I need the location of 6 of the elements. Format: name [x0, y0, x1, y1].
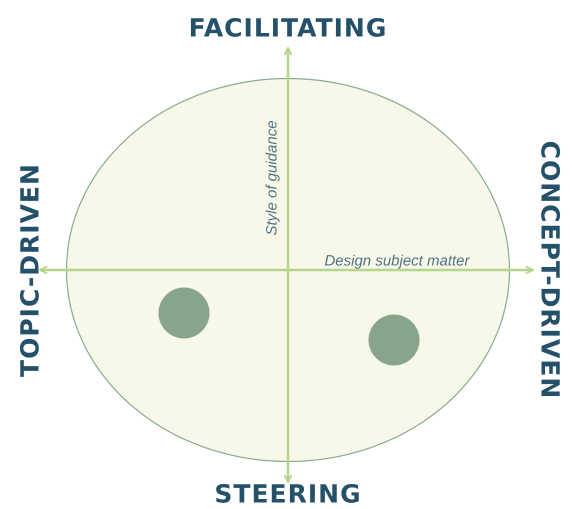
pole-label: CONCEPT-DRIVEN — [538, 140, 562, 400]
pole-label: TOPIC-DRIVEN — [18, 163, 42, 377]
pole-label: FACILITATING — [188, 16, 388, 40]
axis-label: Style of guidance — [264, 120, 280, 236]
pole-label: STEERING — [214, 482, 362, 506]
axis-label: Design subject matter — [324, 254, 470, 268]
